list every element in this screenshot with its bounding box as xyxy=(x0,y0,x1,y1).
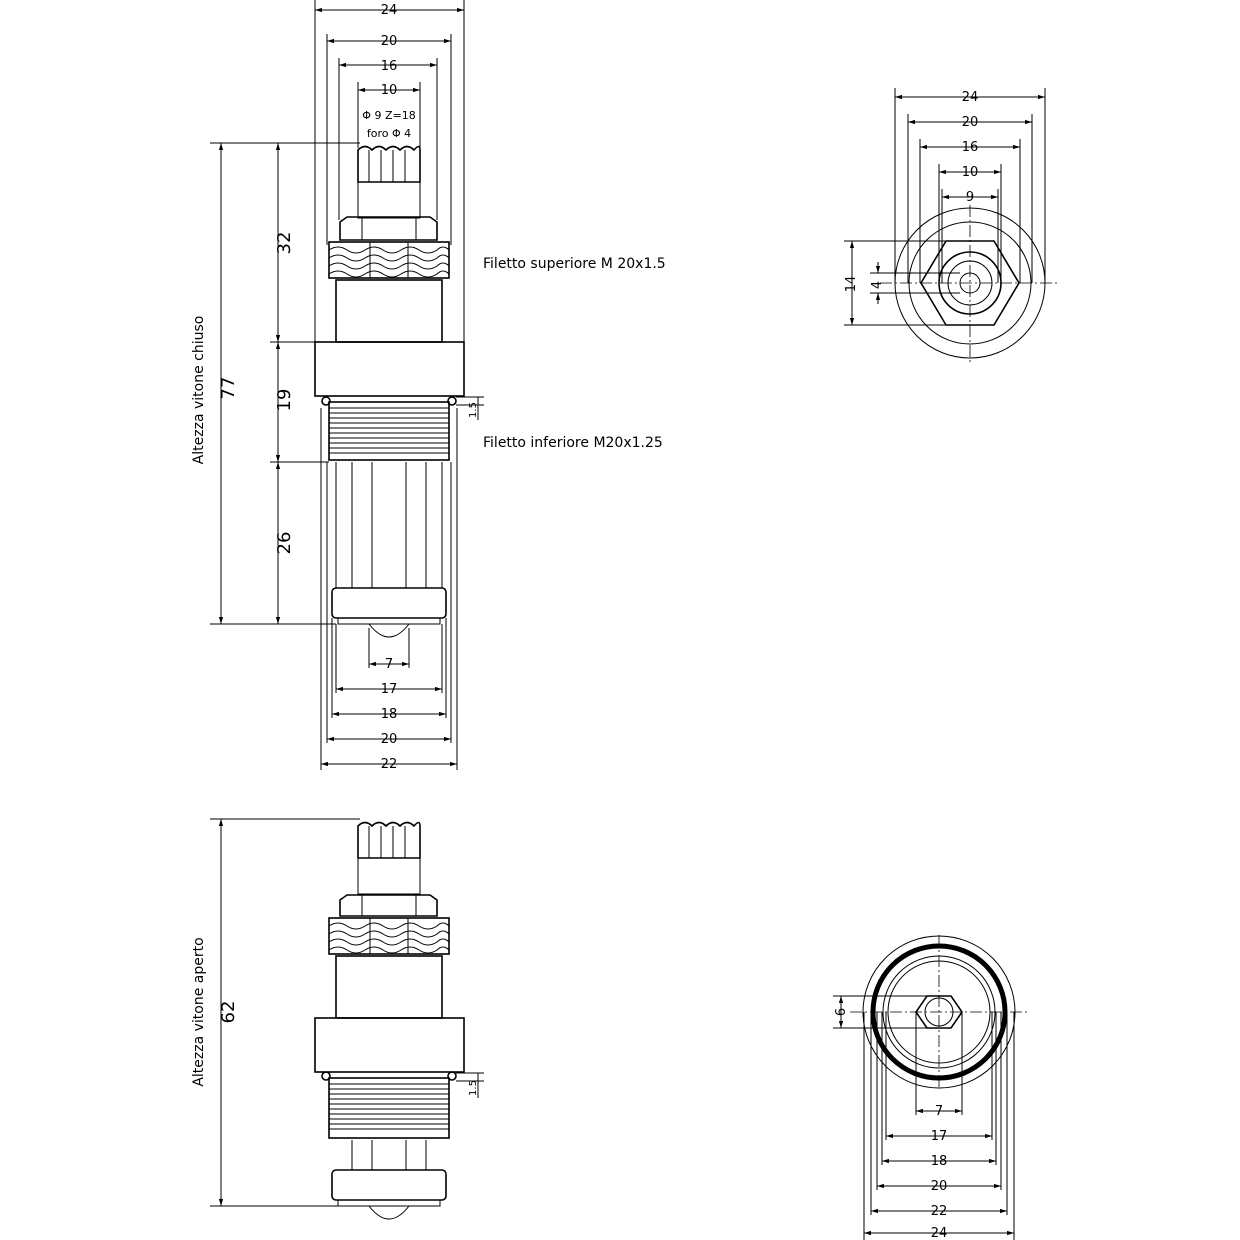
open-oring-right xyxy=(447,1071,457,1081)
open-washer-seat xyxy=(337,1199,441,1207)
height-open-label: Altezza vitone aperto xyxy=(191,937,207,1086)
open-closing-washer xyxy=(331,1169,447,1201)
dim-77: 77 xyxy=(218,377,239,400)
oring-dimension xyxy=(456,396,484,420)
dim-20: 20 xyxy=(381,34,398,49)
lower-thread-label: Filetto inferiore M20x1.25 xyxy=(483,435,663,451)
open-body-neck xyxy=(335,955,443,1019)
oring-left xyxy=(321,396,331,406)
open-hex-nut xyxy=(339,894,438,917)
dim-10: 10 xyxy=(381,83,398,98)
bottom-dim-22: 22 xyxy=(931,1204,948,1219)
hex-nut xyxy=(339,216,438,241)
open-dim-1-5: 1.5 xyxy=(468,1080,479,1096)
body-flange xyxy=(314,341,465,397)
spline-note-1: Φ 9 Z=18 xyxy=(362,109,415,122)
dim-22: 22 xyxy=(381,757,398,772)
dim-20-bottom: 20 xyxy=(381,732,398,747)
dim-19: 19 xyxy=(274,389,295,412)
lower-shaft xyxy=(335,462,443,588)
open-splined-shaft xyxy=(357,821,421,895)
washer-seat xyxy=(337,617,441,625)
upper-thread xyxy=(328,241,450,279)
bottom-side-dim-6: 6 xyxy=(834,1008,849,1016)
bottom-dim-18: 18 xyxy=(931,1154,948,1169)
upper-thread-label: Filetto superiore M 20x1.5 xyxy=(483,256,666,272)
open-oring-left xyxy=(321,1071,331,1081)
open-lower-thread xyxy=(328,1077,450,1139)
bottom-dim-20: 20 xyxy=(931,1179,948,1194)
open-body-flange xyxy=(314,1017,465,1073)
lower-thread xyxy=(328,401,450,461)
top-dim-10: 10 xyxy=(962,165,979,180)
top-dim-20: 20 xyxy=(962,115,979,130)
front-view-closed: 24 20 16 10 Φ 9 Z=18 foro Φ 4 xyxy=(191,0,666,772)
top-dim-16: 16 xyxy=(962,140,979,155)
front-view-open: 62 Altezza vitone aperto 1.5 xyxy=(191,818,484,1220)
body-neck xyxy=(335,279,443,343)
bottom-dim-7: 7 xyxy=(935,1104,943,1119)
vertical-dimensions xyxy=(210,142,360,625)
bottom-dimension-lines xyxy=(320,408,458,770)
top-view-dimension-lines xyxy=(894,88,1046,283)
spline-note-2: foro Φ 4 xyxy=(367,127,411,140)
bottom-side-dim xyxy=(833,995,927,1029)
top-side-dims xyxy=(844,240,960,326)
height-closed-label: Altezza vitone chiuso xyxy=(191,316,207,465)
dim-24: 24 xyxy=(381,3,398,18)
top-side-dim-4: 4 xyxy=(870,281,885,289)
open-height-dim xyxy=(210,818,360,1207)
dim-17: 17 xyxy=(381,682,398,697)
top-dimension-lines xyxy=(314,0,465,342)
dim-16: 16 xyxy=(381,59,398,74)
top-side-dim-14: 14 xyxy=(844,276,859,293)
dim-18: 18 xyxy=(381,707,398,722)
bottom-dim-24: 24 xyxy=(931,1226,948,1240)
top-view: 24 20 16 10 9 14 4 xyxy=(844,88,1058,364)
dim-26: 26 xyxy=(274,532,295,555)
dim-7: 7 xyxy=(385,657,393,672)
closing-washer xyxy=(331,587,447,619)
bottom-dim-17: 17 xyxy=(931,1129,948,1144)
open-lower-shaft xyxy=(351,1140,427,1170)
splined-shaft xyxy=(357,145,421,219)
top-dim-9: 9 xyxy=(966,190,974,205)
dim-62: 62 xyxy=(218,1001,239,1024)
bottom-view: 6 7 17 18 20 22 24 xyxy=(833,935,1030,1240)
open-upper-thread xyxy=(328,917,450,955)
top-dim-24: 24 xyxy=(962,90,979,105)
open-washer-screw xyxy=(368,1205,410,1220)
bottom-dimension-lines xyxy=(863,1012,1015,1240)
open-oring-dimension xyxy=(456,1072,484,1098)
dim-1-5: 1.5 xyxy=(468,402,479,418)
washer-screw xyxy=(368,623,410,638)
oring-right xyxy=(447,396,457,406)
dim-32: 32 xyxy=(274,232,295,255)
